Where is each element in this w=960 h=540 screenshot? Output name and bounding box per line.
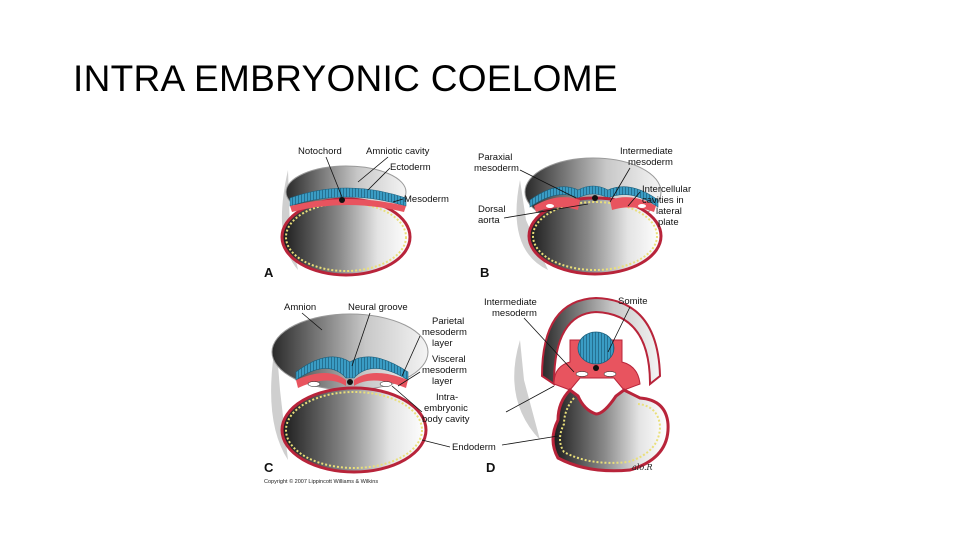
panel-b-mesoderm-left — [534, 197, 580, 212]
panel-letter-a: A — [264, 265, 274, 280]
panel-c: Amnion Neural groove Parietal mesoderm l… — [264, 302, 496, 485]
label-b-dorsal-1: Dorsal — [478, 204, 505, 215]
panel-d-yolk-sac — [551, 388, 670, 473]
label-c-visceral-1: Visceral — [432, 354, 466, 365]
leader-c-neural — [351, 312, 371, 367]
leader-a-notochord — [325, 156, 343, 198]
artist-signature: alo.R — [632, 463, 653, 472]
label-b-dorsal-2: aorta — [478, 215, 500, 226]
panel-b-mesoderm-right — [610, 197, 656, 212]
label-c-intra-3: body cavity — [422, 414, 470, 425]
panel-b-endoderm — [532, 201, 658, 271]
leader-a-mesoderm — [392, 198, 404, 203]
leader-d-somite — [607, 306, 631, 353]
leader-c-amnion — [301, 312, 323, 331]
leader-a-amniotic — [357, 156, 389, 183]
label-a-notochord: Notochord — [298, 146, 342, 157]
slide-title: INTRA EMBRYONIC COELOME — [73, 58, 618, 99]
panel-b-cavity-right — [638, 204, 646, 208]
leader-c-visceral — [397, 371, 421, 387]
label-c-visceral-2: mesoderm — [422, 365, 467, 376]
panel-a-yolk-sac — [280, 197, 412, 277]
panel-d-notochord — [593, 365, 599, 371]
panel-letter-b: B — [480, 265, 489, 280]
copyright-notice: Copyright © 2007 Lippincott Williams & W… — [264, 478, 378, 485]
panel-letter-d: D — [486, 460, 495, 475]
label-a-amniotic-cavity: Amniotic cavity — [366, 146, 430, 157]
panel-d-body-wall — [553, 339, 641, 391]
leader-c-endoderm — [421, 439, 451, 448]
leader-c-parietal — [401, 335, 421, 377]
label-d-somite: Somite — [618, 296, 648, 307]
label-c-neural-groove: Neural groove — [348, 302, 408, 313]
panel-letter-c: C — [264, 460, 274, 475]
label-b-intercellular-4: plate — [658, 217, 679, 228]
label-d-intermediate-1: Intermediate — [484, 297, 537, 308]
label-c-intra-1: Intra- — [436, 392, 458, 403]
panel-d-amnion — [540, 296, 662, 387]
label-b-intermediate-2: mesoderm — [628, 157, 673, 168]
label-b-paraxial-2: mesoderm — [474, 163, 519, 174]
leader-d-intermediate — [523, 317, 575, 373]
label-b-intercellular-1: Intercellular — [642, 184, 691, 195]
leader-c-intra — [391, 385, 423, 413]
label-a-ectoderm: Ectoderm — [390, 162, 431, 173]
panel-d-aorta-left — [575, 371, 589, 377]
panel-d-endoderm — [559, 397, 662, 464]
label-c-parietal-3: layer — [432, 338, 453, 349]
panel-a-notochord — [339, 197, 345, 203]
panel-c-parietal-mesoderm — [296, 373, 408, 388]
panel-b-notochord — [592, 195, 598, 201]
panel-a: Notochord Amniotic cavity Ectoderm Mesod… — [264, 146, 449, 280]
label-c-visceral-3: layer — [432, 376, 453, 387]
embryo-coelom-diagram: Notochord Amniotic cavity Ectoderm Mesod… — [264, 146, 691, 485]
label-c-amnion: Amnion — [284, 302, 316, 313]
panel-d-back-shadow — [514, 340, 540, 440]
panel-c-cavity-left — [307, 381, 321, 387]
panel-c-cavity-right — [379, 381, 393, 387]
label-b-intercellular-3: lateral — [656, 206, 682, 217]
label-b-paraxial-1: Paraxial — [478, 152, 512, 163]
label-d-intermediate-2: mesoderm — [492, 308, 537, 319]
label-c-endoderm: Endoderm — [452, 442, 496, 453]
leader-d-endoderm — [501, 435, 559, 446]
panel-c-yolk-sac — [280, 386, 428, 474]
label-c-parietal-2: mesoderm — [422, 327, 467, 338]
panel-b: Paraxial mesoderm Intermediate mesoderm … — [474, 146, 691, 280]
panel-a-mesoderm — [290, 199, 406, 212]
leader-b-paraxial — [519, 169, 577, 199]
leader-b-dorsal — [503, 203, 589, 219]
panel-b-cavity-left — [546, 204, 554, 208]
label-c-intra-2: embryonic — [424, 403, 468, 414]
panel-d-neural-tube — [577, 331, 615, 365]
panel-d-aorta-right — [603, 371, 617, 377]
panel-b-back-shadow — [516, 180, 548, 270]
panel-c-amniotic-cavity — [271, 313, 429, 391]
leader-a-ectoderm — [367, 167, 391, 191]
label-c-parietal-1: Parietal — [432, 316, 464, 327]
label-b-intercellular-2: cavities in — [642, 195, 684, 206]
leader-b-intercellular — [627, 191, 641, 207]
panel-c-notochord — [347, 379, 353, 385]
panel-c-endoderm — [285, 391, 423, 469]
panel-d: Intermediate mesoderm Somite D alo.R — [484, 296, 670, 475]
label-a-mesoderm: Mesoderm — [404, 194, 449, 205]
leader-d-body-cavity — [505, 385, 555, 413]
leader-b-intermediate — [609, 167, 631, 203]
label-b-intermediate-1: Intermediate — [620, 146, 673, 157]
panel-b-yolk-sac — [527, 196, 663, 276]
